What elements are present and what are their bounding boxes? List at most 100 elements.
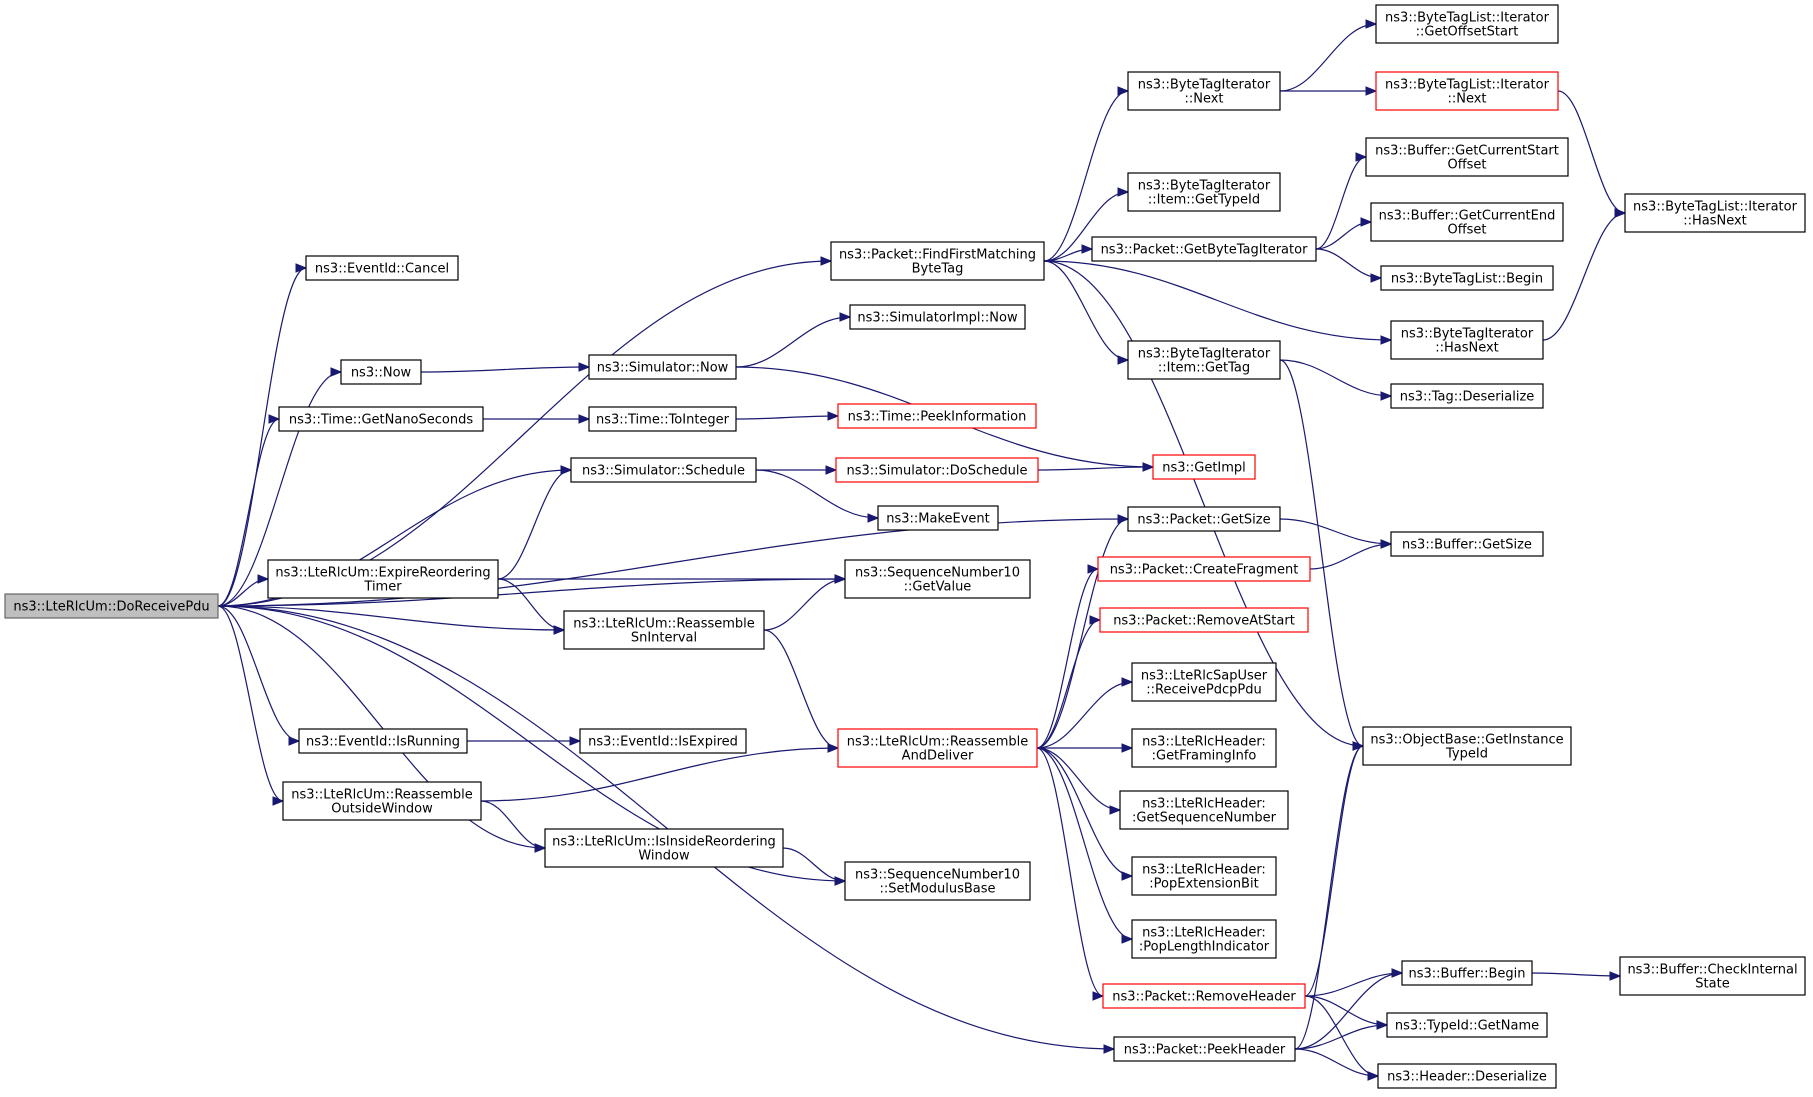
edge-btinext-to-btlitgetoffset <box>1279 23 1377 92</box>
node-isrunning[interactable]: ns3::EventId::IsRunning <box>298 728 468 754</box>
node-label: ByteTag <box>912 262 964 277</box>
node-label: ns3::EventId::IsExpired <box>588 735 738 750</box>
node-bufbegin[interactable]: ns3::Buffer::Begin <box>1401 960 1533 986</box>
node-btlithasnext[interactable]: ns3::ByteTagList::Iterator::HasNext <box>1624 193 1806 233</box>
node-box <box>1131 662 1277 702</box>
node-btigettypeid[interactable]: ns3::ByteTagIterator::Item::GetTypeId <box>1127 172 1281 212</box>
arrowhead-reasdeliver-to-popext <box>1121 871 1134 881</box>
node-toint[interactable]: ns3::Time::ToInteger <box>588 406 737 432</box>
node-createfrag[interactable]: ns3::Packet::CreateFragment <box>1097 556 1311 582</box>
node-label: Window <box>638 849 690 864</box>
node-schedule[interactable]: ns3::Simulator::Schedule <box>570 457 757 483</box>
node-box <box>579 728 747 754</box>
node-doschedule[interactable]: ns3::Simulator::DoSchedule <box>835 457 1039 483</box>
node-peekheader[interactable]: ns3::Packet::PeekHeader <box>1113 1036 1296 1062</box>
node-btihasnext[interactable]: ns3::ByteTagIterator::HasNext <box>1390 320 1544 360</box>
node-box <box>1380 265 1554 291</box>
node-box <box>1375 4 1559 44</box>
node-popext[interactable]: ns3::LteRlcHeader::PopExtensionBit <box>1131 856 1277 896</box>
arrowhead-peekheader-to-headerdeser <box>1367 1071 1380 1081</box>
node-label: ns3::ByteTagList::Iterator <box>1385 11 1550 26</box>
node-btlitgetoffset[interactable]: ns3::ByteTagList::Iterator::GetOffsetSta… <box>1375 4 1559 44</box>
node-root[interactable]: ns3::LteRlcUm::DoReceivePdu <box>4 593 219 619</box>
node-poplen[interactable]: ns3::LteRlcHeader::PopLengthIndicator <box>1131 919 1277 959</box>
node-btlbegin[interactable]: ns3::ByteTagList::Begin <box>1380 265 1554 291</box>
node-label: ns3::Packet::CreateFragment <box>1110 563 1299 578</box>
edge-root-to-now <box>217 371 342 607</box>
arrowhead-getbti-to-bufcurstart <box>1355 152 1368 162</box>
node-removeatstart[interactable]: ns3::Packet::RemoveAtStart <box>1099 607 1309 633</box>
node-label: ns3::ObjectBase::GetInstance <box>1370 733 1563 748</box>
node-now[interactable]: ns3::Now <box>340 359 422 385</box>
node-typeidgetname[interactable]: ns3::TypeId::GetName <box>1386 1012 1548 1038</box>
node-label: ns3::MakeEvent <box>886 512 990 527</box>
node-setmod[interactable]: ns3::SequenceNumber10::SetModulusBase <box>844 861 1031 901</box>
node-makeevent[interactable]: ns3::MakeEvent <box>877 505 999 531</box>
node-label: ns3::GetImpl <box>1162 461 1246 476</box>
node-recvpdcp[interactable]: ns3::LteRlcSapUser::ReceivePdcpPdu <box>1131 662 1277 702</box>
node-getbti[interactable]: ns3::Packet::GetByteTagIterator <box>1091 236 1317 262</box>
node-label: ns3::Buffer::GetSize <box>1402 538 1532 553</box>
node-box <box>1127 506 1281 532</box>
node-getns[interactable]: ns3::Time::GetNanoSeconds <box>278 406 484 432</box>
node-label: AndDeliver <box>902 749 974 764</box>
node-bufgetsize[interactable]: ns3::Buffer::GetSize <box>1390 531 1544 557</box>
arrowhead-root-to-peekheader <box>1103 1044 1116 1054</box>
node-getseqnum[interactable]: ns3::LteRlcHeader::GetSequenceNumber <box>1119 790 1289 830</box>
edge-root-to-cancel <box>217 267 307 607</box>
node-box <box>305 255 459 281</box>
arrowhead-isinside-to-setmod <box>834 876 847 886</box>
arrowhead-peekheader-to-objgettypeid <box>1352 741 1365 751</box>
node-btlitnext[interactable]: ns3::ByteTagList::Iterator::Next <box>1375 71 1559 111</box>
node-box <box>1370 202 1564 242</box>
node-peekinfo[interactable]: ns3::Time::PeekInformation <box>837 403 1037 429</box>
node-box <box>849 304 1026 330</box>
node-pktgetsize[interactable]: ns3::Packet::GetSize <box>1127 506 1281 532</box>
node-cancel[interactable]: ns3::EventId::Cancel <box>305 255 459 281</box>
node-getimpl[interactable]: ns3::GetImpl <box>1152 454 1256 480</box>
node-box <box>1097 556 1311 582</box>
node-removeheader[interactable]: ns3::Packet::RemoveHeader <box>1102 983 1306 1009</box>
node-label: ns3::Simulator::DoSchedule <box>846 464 1027 479</box>
node-simnow[interactable]: ns3::Simulator::Now <box>588 354 737 380</box>
node-box <box>570 457 757 483</box>
arrowhead-isrunning-to-isexpired <box>569 736 582 746</box>
node-label: ns3::LteRlcHeader: <box>1142 863 1266 878</box>
edge-findfirst-to-btihasnext <box>1043 260 1392 341</box>
arrowhead-findfirst-to-btihasnext <box>1380 335 1393 345</box>
edge-peekheader-to-typeidgetname <box>1294 1024 1388 1050</box>
node-box <box>1362 726 1572 766</box>
arrowhead-getns-to-toint <box>578 414 591 424</box>
node-label: ::ReceivePdcpPdu <box>1146 683 1261 698</box>
arrowhead-reasout-to-isinside <box>534 843 547 853</box>
node-headerdeser[interactable]: ns3::Header::Deserialize <box>1377 1063 1557 1089</box>
node-isexpired[interactable]: ns3::EventId::IsExpired <box>579 728 747 754</box>
node-label: :PopExtensionBit <box>1149 877 1258 892</box>
node-box <box>1119 790 1289 830</box>
node-btinext[interactable]: ns3::ByteTagIterator::Next <box>1127 71 1281 111</box>
node-box <box>1102 983 1306 1009</box>
node-getvalue[interactable]: ns3::SequenceNumber10::GetValue <box>844 559 1031 599</box>
node-box <box>837 403 1037 429</box>
edge-peekheader-to-bufbegin <box>1294 972 1403 1050</box>
node-getframing[interactable]: ns3::LteRlcHeader::GetFramingInfo <box>1131 728 1277 768</box>
node-label: ::HasNext <box>1683 214 1747 229</box>
node-label: ns3::ByteTagIterator <box>1401 327 1534 342</box>
node-label: Offset <box>1447 223 1486 238</box>
edge-root-to-isrunning <box>217 605 300 742</box>
node-label: ns3::LteRlcHeader: <box>1142 735 1266 750</box>
node-simimplnow[interactable]: ns3::SimulatorImpl::Now <box>849 304 1026 330</box>
node-tagdeser[interactable]: ns3::Tag::Deserialize <box>1390 383 1544 409</box>
node-btigettag[interactable]: ns3::ByteTagIterator::Item::GetTag <box>1127 340 1281 380</box>
edge-reasout-to-isinside <box>480 800 546 849</box>
